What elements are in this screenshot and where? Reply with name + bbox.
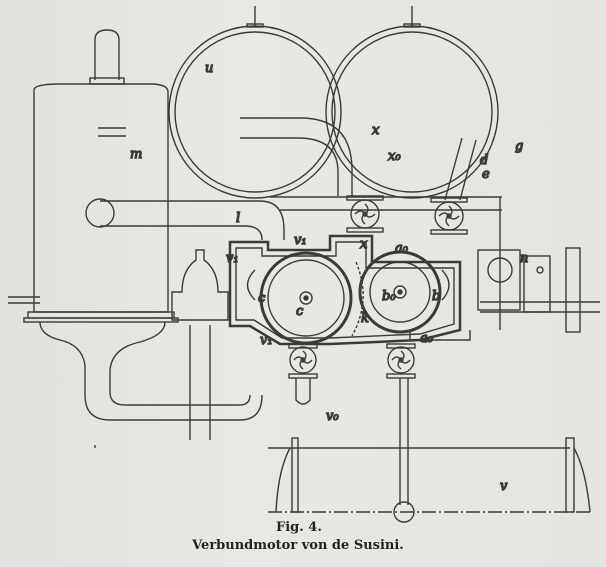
label-v1-left: v₁ bbox=[226, 251, 239, 266]
label-m: m bbox=[130, 147, 142, 162]
steam-pipe bbox=[270, 196, 502, 330]
pipe-d bbox=[444, 137, 477, 201]
label-k: k bbox=[361, 311, 369, 326]
label-c-small: c bbox=[258, 291, 266, 306]
label-v0: v₀ bbox=[326, 409, 339, 424]
reservoir-u bbox=[168, 6, 342, 199]
label-v: v bbox=[500, 479, 508, 494]
valves bbox=[288, 195, 468, 379]
label-x: x bbox=[372, 123, 380, 138]
label-u: u bbox=[205, 61, 213, 76]
label-x-lower: x bbox=[360, 237, 368, 252]
label-v1-top: v₁ bbox=[294, 233, 307, 248]
tank-m bbox=[8, 29, 263, 421]
support-bracket bbox=[171, 249, 229, 440]
label-b: b bbox=[432, 289, 440, 304]
label-b0: b₀ bbox=[382, 289, 396, 304]
reservoir-g bbox=[325, 6, 499, 199]
figure-caption-text: Verbundmotor von de Susini. bbox=[192, 538, 404, 553]
label-c: c bbox=[296, 304, 304, 319]
pipe-x bbox=[240, 117, 353, 196]
mechanism-n bbox=[477, 247, 600, 333]
label-v1-bottom: v₁ bbox=[260, 333, 273, 348]
label-d: d bbox=[480, 153, 488, 168]
drain-pipe-v0 bbox=[295, 378, 311, 405]
label-a0-bottom: a₀ bbox=[420, 331, 434, 346]
figure-caption: Verbundmotor von de Susini. bbox=[0, 538, 606, 553]
figure-number: Fig. 4. bbox=[276, 520, 322, 535]
label-a0-top: a₀ bbox=[395, 241, 409, 256]
label-l: l bbox=[236, 211, 240, 226]
pipe-l bbox=[85, 198, 285, 241]
label-e: e bbox=[482, 167, 490, 182]
label-n: n bbox=[520, 251, 528, 266]
pipe-v bbox=[94, 330, 591, 523]
engine-block bbox=[228, 234, 462, 346]
label-g: g bbox=[515, 139, 523, 154]
label-x0: x₀ bbox=[388, 149, 401, 164]
